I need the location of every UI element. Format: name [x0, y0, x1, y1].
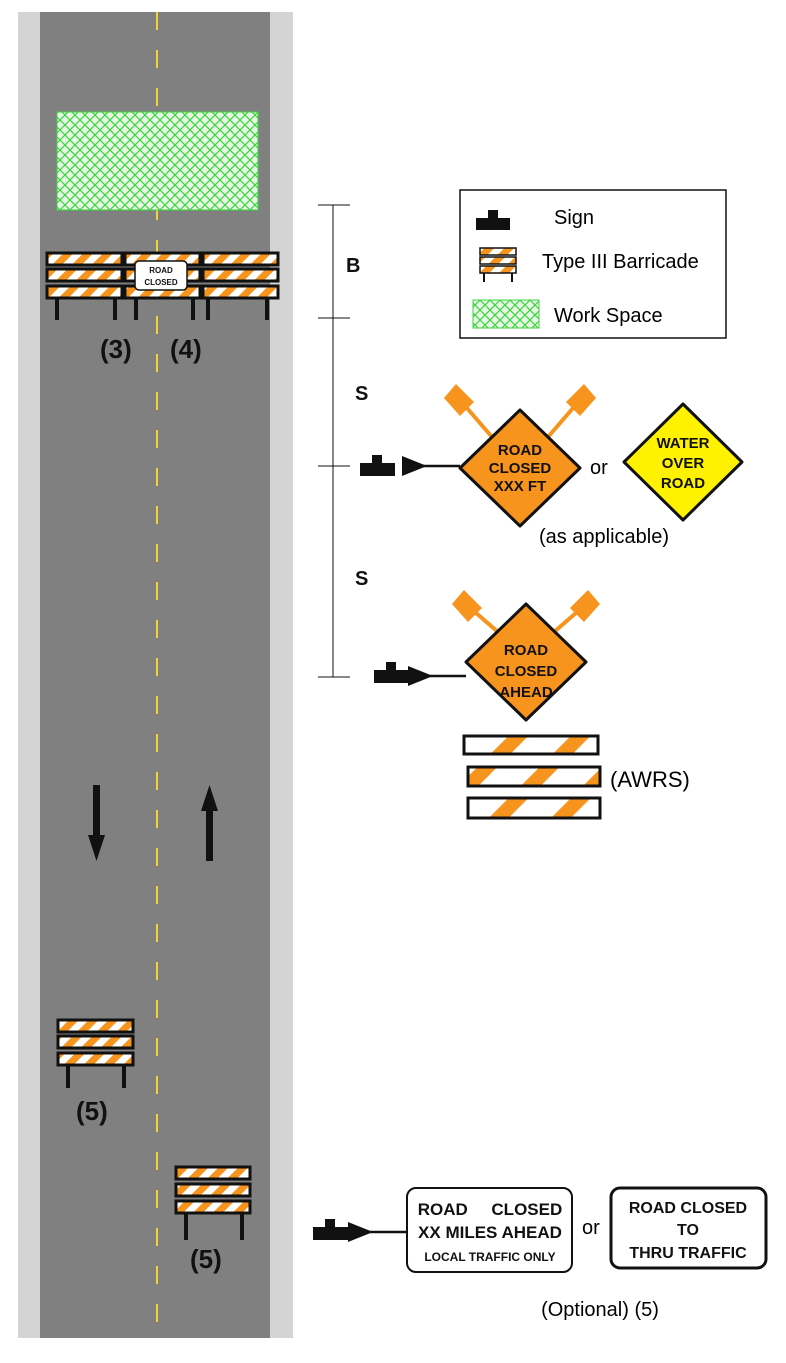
svg-text:AHEAD: AHEAD [499, 684, 553, 701]
road-closed-barricade-sign: ROAD CLOSED [134, 260, 188, 291]
awrs-label: (AWRS) [610, 767, 690, 792]
svg-text:TO: TO [677, 1222, 699, 1239]
flag-icon [444, 384, 596, 439]
svg-text:Sign: Sign [554, 207, 594, 229]
note-5: (5) [76, 1096, 108, 1126]
svg-text:ROAD: ROAD [504, 642, 548, 659]
traffic-direction-arrows [88, 785, 218, 861]
svg-text:ROAD: ROAD [661, 475, 705, 492]
optional-label: (Optional) (5) [541, 1299, 659, 1321]
barricade [56, 1018, 135, 1088]
note-4: (4) [170, 334, 202, 364]
work-space [56, 111, 259, 211]
svg-text:XX MILES AHEAD: XX MILES AHEAD [418, 1223, 562, 1242]
legend: Sign Type III Barricade Work Space [459, 189, 727, 339]
svg-text:OVER: OVER [662, 455, 705, 472]
svg-text:ROAD CLOSED: ROAD CLOSED [629, 1200, 747, 1217]
awrs-barricade [462, 734, 602, 820]
dimension-s: S [355, 383, 368, 405]
svg-text:CLOSED: CLOSED [495, 663, 558, 680]
road-closed-ahead-sign: ROAD CLOSED AHEAD [464, 602, 588, 722]
as-applicable-label: (as applicable) [539, 526, 669, 548]
water-over-road-sign: WATER OVER ROAD [622, 402, 744, 522]
svg-text:ROAD CLOSED: ROAD CLOSED [418, 1200, 563, 1219]
svg-text:THRU TRAFFIC: THRU TRAFFIC [629, 1245, 747, 1262]
dimension-lines [318, 204, 350, 678]
svg-text:CLOSED: CLOSED [489, 460, 552, 477]
svg-text:ROAD: ROAD [498, 442, 542, 459]
dimension-s: S [355, 568, 368, 590]
road-closed-thru-traffic-sign: ROAD CLOSED TO THRU TRAFFIC [609, 1186, 768, 1270]
flag-icon [452, 590, 600, 634]
note-3: (3) [100, 334, 132, 364]
road-closed-xxx-ft-sign: ROAD CLOSED XXX FT [458, 408, 582, 528]
road [18, 12, 293, 1338]
svg-text:Work Space: Work Space [554, 305, 663, 327]
svg-text:Type III Barricade: Type III Barricade [542, 251, 699, 273]
or-label: or [582, 1217, 600, 1239]
sign-icon [374, 662, 408, 683]
work-space-icon [472, 299, 540, 329]
sign-icon [360, 455, 395, 476]
svg-text:ROAD: ROAD [149, 266, 173, 275]
or-label: or [590, 457, 608, 479]
svg-text:XXX FT: XXX FT [494, 478, 547, 495]
dimension-b: B [346, 255, 360, 277]
svg-text:WATER: WATER [656, 435, 709, 452]
sign-icon [313, 1219, 348, 1240]
sign-icon [476, 210, 510, 230]
svg-text:CLOSED: CLOSED [144, 278, 178, 287]
barricade-icon [479, 247, 517, 282]
road-closed-miles-ahead-sign: ROAD CLOSED XX MILES AHEAD LOCAL TRAFFIC… [406, 1187, 573, 1273]
svg-text:LOCAL TRAFFIC ONLY: LOCAL TRAFFIC ONLY [424, 1250, 555, 1264]
barricade [174, 1165, 252, 1240]
note-5: (5) [190, 1244, 222, 1274]
